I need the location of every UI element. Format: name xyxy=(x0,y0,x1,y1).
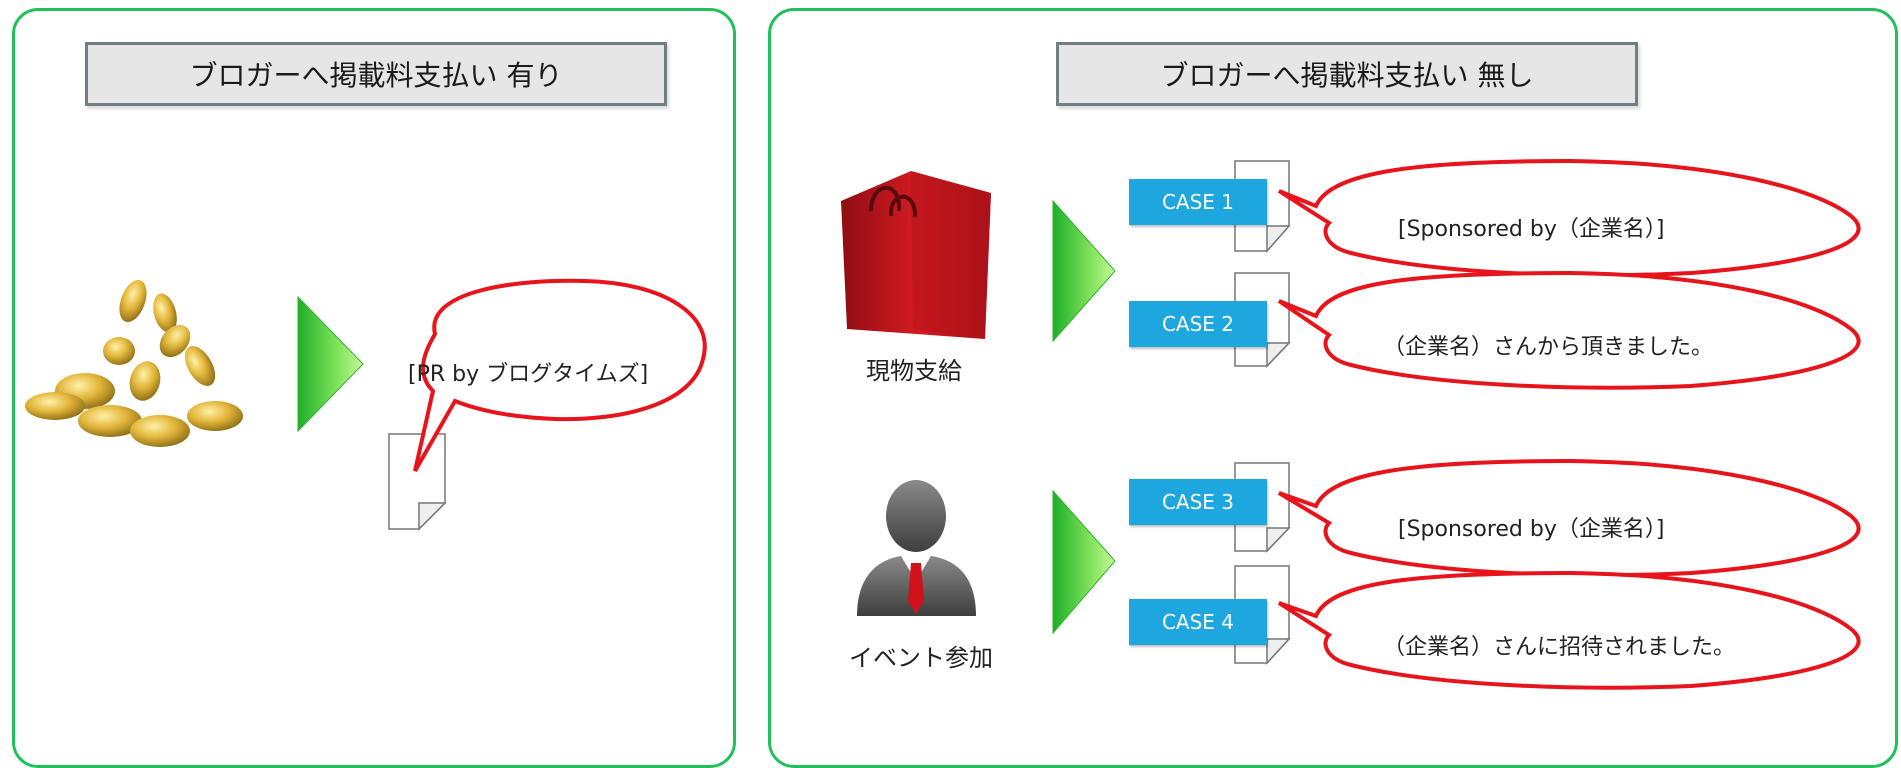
speech-bubble xyxy=(1277,158,1861,278)
left-graphics xyxy=(25,278,707,531)
case-text-2: （企業名）さんから頂きました。 xyxy=(1383,335,1714,360)
document-icon xyxy=(388,433,447,531)
right-arrow-icon xyxy=(1052,199,1116,343)
speech-bubble xyxy=(413,278,707,472)
right-arrow-icon xyxy=(297,295,364,433)
panel-unpaid: ブロガーへ掲載料支払い 無し xyxy=(768,8,1898,768)
panel-title-unpaid: ブロガーへ掲載料支払い 無し xyxy=(1056,42,1638,106)
bubble-text-paid: [PR by ブログタイムズ] xyxy=(408,362,649,387)
panel-paid: ブロガーへ掲載料支払い 有り xyxy=(12,8,736,768)
businessman-icon xyxy=(857,480,976,616)
shopping-bag-icon xyxy=(841,171,991,339)
group-label-in-kind: 現物支給 xyxy=(866,357,962,385)
speech-bubble xyxy=(1277,570,1861,690)
group-label-event: イベント参加 xyxy=(849,644,993,672)
right-graphics xyxy=(841,158,1861,690)
speech-bubble xyxy=(1277,270,1861,390)
case-badge-1: CASE 1 xyxy=(1129,179,1267,225)
coins-icon xyxy=(25,279,243,447)
case-text-4: （企業名）さんに招待されました。 xyxy=(1383,635,1736,660)
case-text-1: [Sponsored by（企業名）] xyxy=(1398,217,1665,242)
right-arrow-icon xyxy=(1052,489,1116,635)
case-badge-4: CASE 4 xyxy=(1129,599,1267,645)
case-text-3: [Sponsored by（企業名）] xyxy=(1398,517,1665,542)
panel-title-paid: ブロガーへ掲載料支払い 有り xyxy=(85,42,667,106)
case-badge-3: CASE 3 xyxy=(1129,479,1267,525)
speech-bubble xyxy=(1277,458,1861,578)
case-badge-2: CASE 2 xyxy=(1129,301,1267,347)
